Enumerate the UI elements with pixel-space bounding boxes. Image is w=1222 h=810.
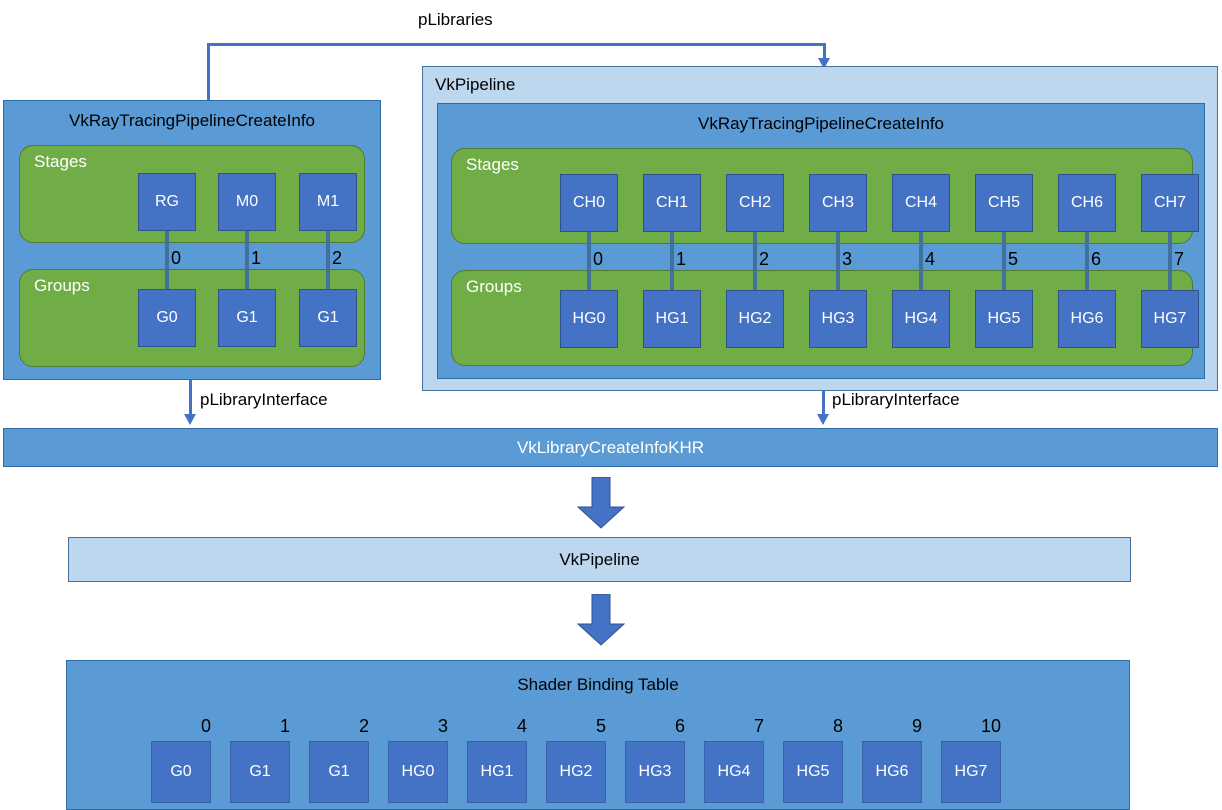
sbt-entry-chip[interactable]: HG2 [546, 741, 606, 803]
left-panel-title: VkRayTracingPipelineCreateInfo [69, 111, 315, 130]
right-group-chip[interactable]: HG5 [975, 290, 1033, 348]
left-group-chip[interactable]: G1 [299, 289, 357, 347]
right-stage-chip[interactable]: CH0 [560, 174, 618, 232]
right-group-chip[interactable]: HG7 [1141, 290, 1199, 348]
right-index-label: 1 [676, 249, 687, 269]
right-vkpipeline-panel: VkPipeline VkRayTracingPipelineCreateInf… [422, 66, 1218, 391]
left-create-info-panel: VkRayTracingPipelineCreateInfo Stages Gr… [3, 100, 381, 380]
right-vkpipeline-title: VkPipeline [435, 75, 516, 94]
right-index-label: 3 [842, 249, 853, 269]
right-stage-chip[interactable]: CH6 [1058, 174, 1116, 232]
vklibrarycreateinfokhr-bar: VkLibraryCreateInfoKHR [3, 428, 1218, 467]
sbt-index-label: 7 [753, 716, 764, 736]
plibraryinterface-left-arrowhead-icon [184, 414, 196, 425]
plibraryinterface-left-label: pLibraryInterface [200, 390, 328, 409]
sbt-entry-chip[interactable]: HG1 [467, 741, 527, 803]
left-stage-chip[interactable]: M1 [299, 173, 357, 231]
left-connector-0 [165, 231, 169, 289]
sbt-index-label: 3 [437, 716, 448, 736]
right-index-label: 5 [1008, 249, 1019, 269]
right-group-chip[interactable]: HG6 [1058, 290, 1116, 348]
sbt-index-label: 0 [200, 716, 211, 736]
plibraries-arrowhead-icon [818, 58, 830, 69]
sbt-index-label: 5 [595, 716, 606, 736]
sbt-entry-chip[interactable]: HG6 [862, 741, 922, 803]
left-index-label: 1 [251, 248, 262, 268]
plibraryinterface-right-label: pLibraryInterface [832, 390, 960, 409]
left-group-chip[interactable]: G0 [138, 289, 196, 347]
vklibrarycreateinfokhr-label: VkLibraryCreateInfoKHR [516, 437, 705, 457]
sbt-entry-chip[interactable]: HG7 [941, 741, 1001, 803]
right-stage-chip[interactable]: CH3 [809, 174, 867, 232]
left-stage-chip[interactable]: RG [138, 173, 196, 231]
shader-binding-table-title: Shader Binding Table [517, 675, 679, 694]
sbt-index-label: 4 [516, 716, 527, 736]
right-group-chip[interactable]: HG3 [809, 290, 867, 348]
plibraries-arrow-vertical-left [207, 43, 210, 115]
right-group-chip[interactable]: HG0 [560, 290, 618, 348]
sbt-entry-chip[interactable]: G1 [230, 741, 290, 803]
right-connector-0 [587, 232, 591, 290]
left-index-label: 2 [332, 248, 343, 268]
right-index-label: 0 [593, 249, 604, 269]
block-arrow-to-vkpipeline [577, 477, 625, 529]
vkpipeline-result-bar: VkPipeline [68, 537, 1131, 582]
right-stage-chip[interactable]: CH1 [643, 174, 701, 232]
vkpipeline-result-label: VkPipeline [559, 549, 640, 569]
sbt-index-label: 8 [832, 716, 843, 736]
right-connector-6 [1085, 232, 1089, 290]
left-group-chip[interactable]: G1 [218, 289, 276, 347]
left-stage-chip[interactable]: M0 [218, 173, 276, 231]
sbt-index-label: 2 [358, 716, 369, 736]
sbt-entry-chip[interactable]: HG5 [783, 741, 843, 803]
right-stage-chip[interactable]: CH5 [975, 174, 1033, 232]
sbt-index-label: 1 [279, 716, 290, 736]
plibraries-arrow-vertical-right [823, 43, 826, 61]
sbt-entry-chip[interactable]: HG3 [625, 741, 685, 803]
plibraryinterface-right-line [822, 391, 825, 416]
left-groups-label: Groups [34, 276, 90, 295]
sbt-index-label: 9 [911, 716, 922, 736]
right-group-chip[interactable]: HG2 [726, 290, 784, 348]
sbt-index-label: 10 [980, 716, 1001, 736]
sbt-entry-chip[interactable]: G1 [309, 741, 369, 803]
left-stages-label: Stages [34, 152, 87, 171]
right-stage-chip[interactable]: CH2 [726, 174, 784, 232]
left-connector-1 [245, 231, 249, 289]
right-index-label: 4 [925, 249, 936, 269]
right-stage-chip[interactable]: CH7 [1141, 174, 1199, 232]
right-index-label: 6 [1091, 249, 1102, 269]
right-stages-label: Stages [466, 155, 519, 174]
right-create-info-title: VkRayTracingPipelineCreateInfo [698, 114, 944, 133]
block-arrow-to-sbt [577, 594, 625, 646]
right-group-chip[interactable]: HG4 [892, 290, 950, 348]
right-create-info-panel: VkRayTracingPipelineCreateInfo Stages Gr… [437, 103, 1205, 379]
right-group-chip[interactable]: HG1 [643, 290, 701, 348]
right-connector-2 [753, 232, 757, 290]
right-index-label: 7 [1174, 249, 1185, 269]
sbt-entry-chip[interactable]: HG4 [704, 741, 764, 803]
right-connector-3 [836, 232, 840, 290]
plibraries-arrow-label: pLibraries [418, 10, 493, 29]
right-connector-4 [919, 232, 923, 290]
right-connector-1 [670, 232, 674, 290]
right-connector-7 [1168, 232, 1172, 290]
left-index-label: 0 [171, 248, 182, 268]
right-stage-chip[interactable]: CH4 [892, 174, 950, 232]
sbt-entry-chip[interactable]: HG0 [388, 741, 448, 803]
right-groups-label: Groups [466, 277, 522, 296]
right-index-label: 2 [759, 249, 770, 269]
plibraryinterface-left-line [189, 380, 192, 416]
plibraryinterface-right-arrowhead-icon [817, 414, 829, 425]
sbt-index-label: 6 [674, 716, 685, 736]
right-connector-5 [1002, 232, 1006, 290]
sbt-entry-chip[interactable]: G0 [151, 741, 211, 803]
plibraries-arrow-horizontal [207, 43, 826, 46]
shader-binding-table-panel: Shader Binding Table 0 1 2 3 4 5 6 7 8 9… [66, 660, 1130, 810]
left-connector-2 [326, 231, 330, 289]
